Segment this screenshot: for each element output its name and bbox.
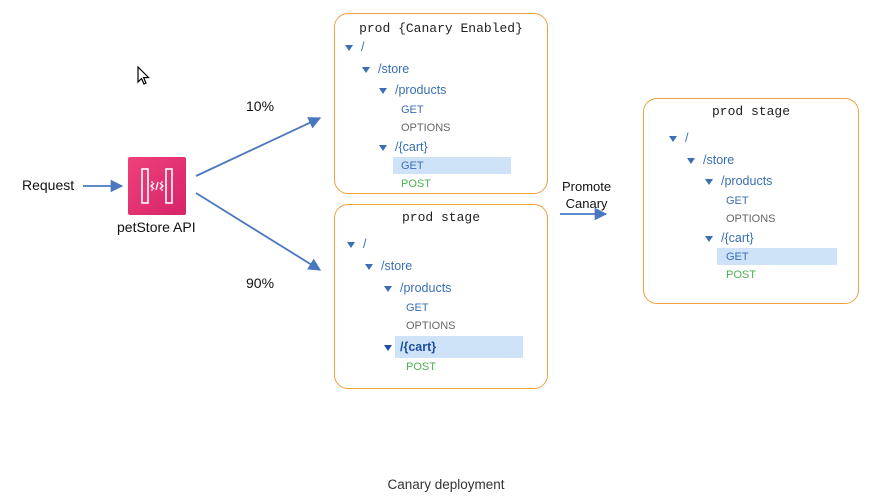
cart-method-post[interactable]: POST bbox=[726, 269, 756, 281]
prod-arrow bbox=[195, 192, 322, 271]
tree-cart[interactable]: /{cart} bbox=[705, 231, 754, 245]
cart-method-get[interactable]: GET bbox=[401, 160, 424, 172]
expand-triangle-icon bbox=[365, 263, 373, 270]
canary-arrow bbox=[195, 117, 322, 177]
expand-triangle-icon bbox=[705, 178, 713, 185]
expand-triangle-icon bbox=[384, 344, 392, 351]
method-options[interactable]: OPTIONS bbox=[401, 122, 451, 134]
figure-caption: Canary deployment bbox=[387, 477, 505, 492]
expand-triangle-icon bbox=[705, 235, 713, 242]
method-get[interactable]: GET bbox=[726, 195, 749, 207]
expand-triangle-icon bbox=[687, 157, 695, 164]
cart-method-post[interactable]: POST bbox=[401, 178, 431, 190]
tree-products[interactable]: /products bbox=[705, 174, 772, 188]
expand-triangle-icon bbox=[362, 66, 370, 73]
result-stage-box: prod stage / /store /products GET OPTION… bbox=[643, 98, 859, 304]
promote-label: Promote Canary bbox=[562, 179, 612, 211]
cursor-icon bbox=[137, 66, 150, 85]
method-get[interactable]: GET bbox=[406, 302, 429, 314]
method-options[interactable]: OPTIONS bbox=[726, 213, 776, 225]
method-get[interactable]: GET bbox=[401, 104, 424, 116]
tree-store[interactable]: /store bbox=[362, 62, 409, 76]
api-label: petStore API bbox=[117, 219, 196, 235]
api-gateway-icon bbox=[128, 157, 186, 215]
selected-row-highlight bbox=[717, 248, 837, 265]
tree-store[interactable]: /store bbox=[687, 153, 734, 167]
expand-triangle-icon bbox=[384, 285, 392, 292]
selected-row-highlight bbox=[395, 336, 523, 358]
tree-root[interactable]: / bbox=[669, 131, 688, 145]
canary-percent: 10% bbox=[246, 98, 275, 114]
canary-stage-box: prod {Canary Enabled} / /store /products… bbox=[334, 13, 548, 194]
expand-triangle-icon bbox=[347, 241, 355, 248]
tree-root[interactable]: / bbox=[345, 40, 364, 54]
tree-root[interactable]: / bbox=[347, 237, 366, 251]
selected-row-highlight bbox=[393, 157, 511, 174]
tree-cart[interactable]: /{cart} bbox=[379, 140, 428, 154]
tree-store[interactable]: /store bbox=[365, 259, 412, 273]
cart-method-get[interactable]: GET bbox=[726, 251, 749, 263]
expand-triangle-icon bbox=[379, 87, 387, 94]
tree-products[interactable]: /products bbox=[384, 281, 451, 295]
canary-stage-title: prod {Canary Enabled} bbox=[359, 21, 523, 36]
prod-percent: 90% bbox=[246, 275, 275, 291]
tree-cart[interactable]: /{cart} bbox=[384, 340, 436, 354]
prod-stage-title: prod stage bbox=[401, 210, 480, 225]
prod-stage-box: prod stage / /store /products GET OPTION… bbox=[334, 204, 548, 389]
expand-triangle-icon bbox=[345, 44, 353, 51]
request-label: Request bbox=[22, 177, 75, 193]
result-stage-title: prod stage bbox=[711, 104, 790, 119]
expand-triangle-icon bbox=[669, 135, 677, 142]
method-options[interactable]: OPTIONS bbox=[406, 320, 456, 332]
cart-method-post[interactable]: POST bbox=[406, 361, 436, 373]
tree-products[interactable]: /products bbox=[379, 83, 446, 97]
expand-triangle-icon bbox=[379, 144, 387, 151]
